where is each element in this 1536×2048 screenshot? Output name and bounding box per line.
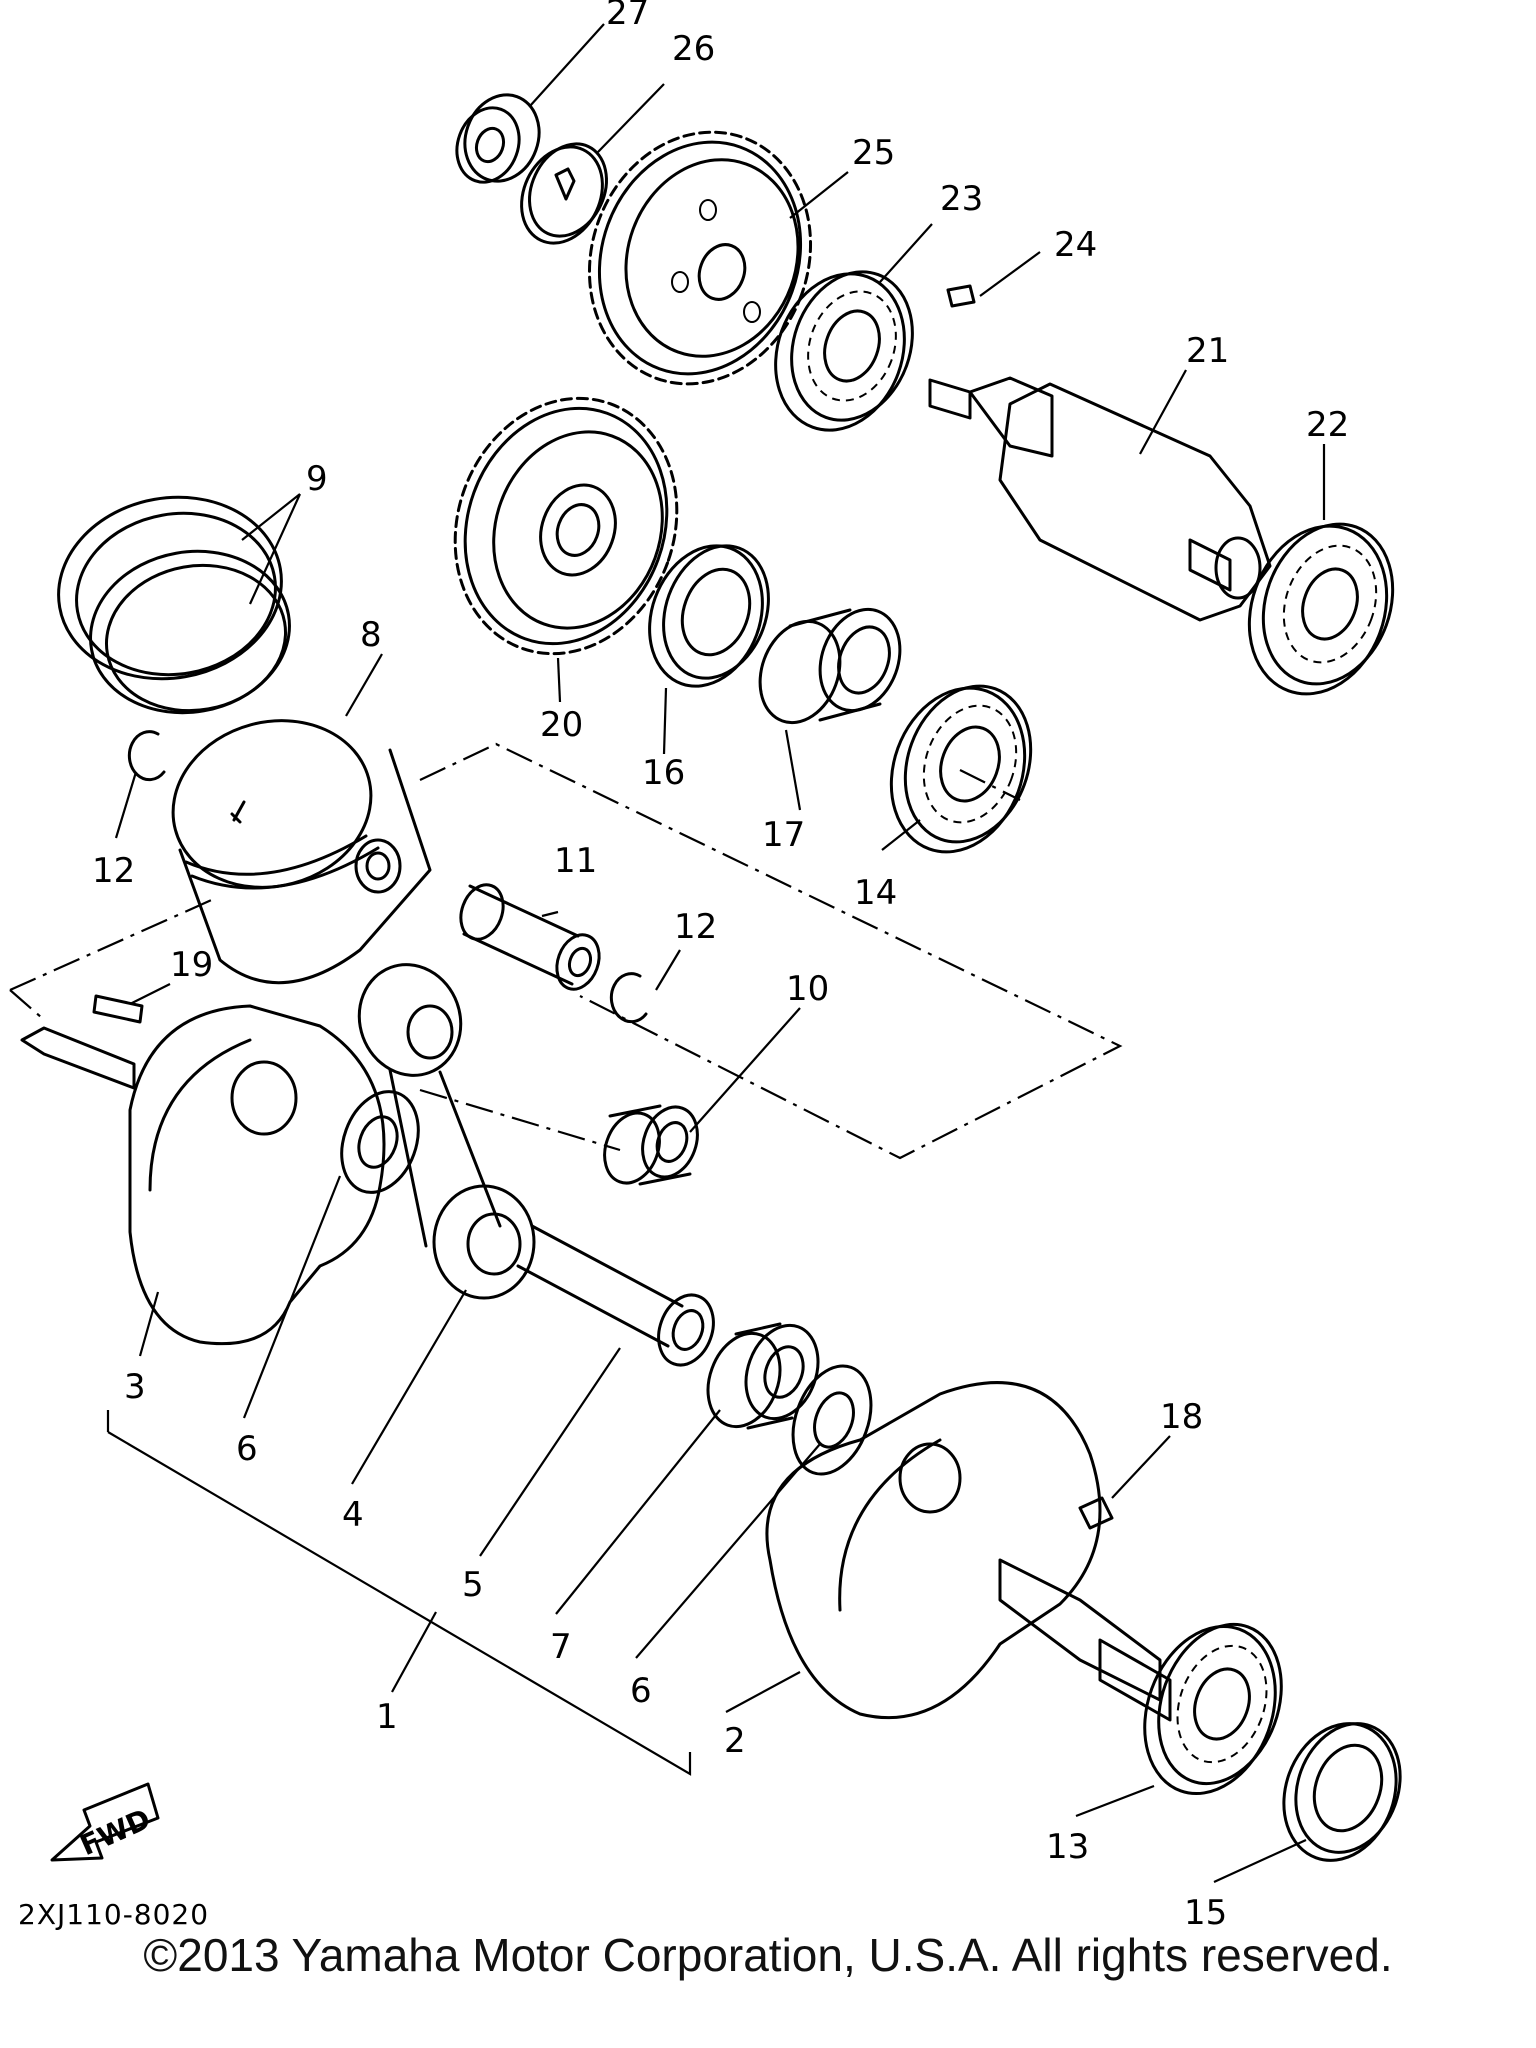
callout-27: 27 bbox=[606, 0, 649, 33]
callout-12-right: 12 bbox=[674, 907, 717, 947]
part-2-crank-right bbox=[765, 1381, 1172, 1722]
callout-12-left: 12 bbox=[92, 851, 135, 891]
callout-1: 1 bbox=[376, 1697, 398, 1737]
callout-7: 7 bbox=[550, 1627, 572, 1667]
callout-10: 10 bbox=[786, 969, 829, 1009]
callout-25: 25 bbox=[852, 133, 895, 173]
callout-19: 19 bbox=[170, 945, 213, 985]
callout-16: 16 bbox=[642, 753, 685, 793]
part-11-piston-pin bbox=[459, 883, 601, 991]
callout-6-right: 6 bbox=[630, 1671, 652, 1711]
part-19-key bbox=[92, 994, 144, 1024]
part-17-collar bbox=[758, 607, 902, 725]
part-14-bearing bbox=[889, 684, 1033, 854]
part-18-key bbox=[1078, 1496, 1114, 1530]
callout-15: 15 bbox=[1184, 1893, 1227, 1933]
callout-5: 5 bbox=[462, 1565, 484, 1605]
part-7-big-end-bearing bbox=[706, 1322, 820, 1430]
part-8-piston bbox=[171, 719, 432, 985]
callout-17: 17 bbox=[762, 815, 805, 855]
callout-9: 9 bbox=[306, 459, 328, 499]
assembly-bracket bbox=[106, 1410, 692, 1776]
callout-21: 21 bbox=[1186, 331, 1229, 371]
callout-6-left: 6 bbox=[236, 1429, 258, 1469]
part-13-bearing bbox=[1143, 1622, 1283, 1796]
callout-23: 23 bbox=[940, 179, 983, 219]
part-25-drive-gear bbox=[587, 130, 813, 386]
callout-13: 13 bbox=[1046, 1827, 1089, 1867]
part-6-washer-right bbox=[791, 1364, 873, 1476]
callout-14: 14 bbox=[854, 873, 897, 913]
callout-3: 3 bbox=[124, 1367, 146, 1407]
assembly-lines bbox=[9, 742, 1123, 1160]
leader-lines bbox=[114, 23, 1326, 1884]
part-9-piston-rings bbox=[57, 495, 291, 715]
part-6-washer-left bbox=[340, 1090, 420, 1194]
part-4-connecting-rod bbox=[357, 963, 536, 1300]
drawing-code: 2XJ110-8020 bbox=[18, 1898, 210, 1931]
part-5-crank-pin bbox=[516, 1224, 715, 1367]
part-12-clip-right bbox=[609, 972, 648, 1024]
part-22-bearing bbox=[1247, 522, 1395, 696]
callout-24: 24 bbox=[1054, 225, 1097, 265]
callout-11: 11 bbox=[554, 841, 597, 881]
part-23-bearing bbox=[774, 270, 914, 432]
part-24-key bbox=[946, 284, 976, 308]
part-3-crank-left bbox=[20, 1004, 386, 1346]
part-26-lock-washer bbox=[520, 142, 608, 245]
fwd-arrow-icon: FWD bbox=[50, 1782, 160, 1862]
part-10-small-end-bearing bbox=[603, 1104, 699, 1186]
part-15-oil-seal bbox=[1282, 1722, 1402, 1862]
part-16-oil-seal bbox=[648, 544, 770, 688]
callout-26: 26 bbox=[672, 29, 715, 69]
callout-18: 18 bbox=[1160, 1397, 1203, 1437]
callout-22: 22 bbox=[1306, 405, 1349, 445]
fwd-label: FWD bbox=[75, 1802, 155, 1862]
part-12-clip-left bbox=[127, 730, 166, 782]
part-21-balancer-shaft bbox=[928, 376, 1272, 622]
callout-8: 8 bbox=[360, 615, 382, 655]
callout-20: 20 bbox=[540, 705, 583, 745]
callout-labels: 27 26 25 23 24 21 22 9 8 20 16 17 14 12 … bbox=[92, 0, 1349, 1933]
copyright-notice: ©2013 Yamaha Motor Corporation, U.S.A. A… bbox=[143, 1929, 1393, 1981]
part-20-gear bbox=[453, 396, 679, 656]
callout-4: 4 bbox=[342, 1495, 364, 1535]
callout-2: 2 bbox=[724, 1721, 746, 1761]
part-27-nut bbox=[455, 93, 541, 184]
